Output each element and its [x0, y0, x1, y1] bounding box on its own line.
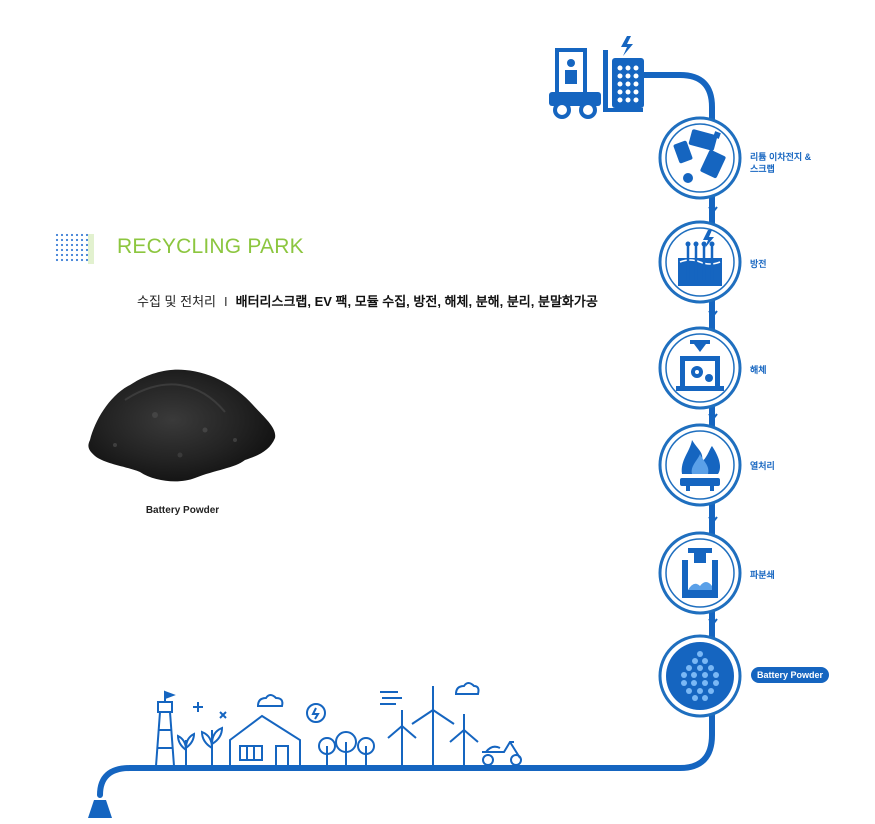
step-circle-2: [658, 220, 742, 304]
step-circle-4: [658, 423, 742, 507]
city-skyline-icon: [154, 682, 522, 767]
section-subtitle: 수집 및 전처리 I 배터리스크랩, EV 팩, 모듈 수집, 방전, 해체, 분해…: [137, 291, 598, 310]
dismantle-icon: [676, 340, 724, 391]
step-circle-3: [658, 326, 742, 410]
battery-powder-caption: Battery Powder: [145, 505, 220, 516]
step-label-1-line2: 스크랩: [750, 164, 775, 174]
section-title: RECYCLING PARK: [117, 235, 304, 258]
step-label-3: 해체: [750, 365, 767, 375]
forklift-icon: [549, 48, 643, 119]
step-label-2: 방전: [750, 259, 767, 269]
crushing-icon: [682, 548, 718, 598]
flow-line: [97, 72, 715, 798]
discharge-icon: [678, 230, 722, 286]
dot-grid-icon: [55, 233, 94, 264]
battery-pack-icon: [612, 36, 644, 108]
heat-treatment-icon: [680, 440, 720, 491]
step-label-1: 리튬 이차전지 & 스크랩: [750, 151, 811, 175]
chevron-down-icon: [708, 206, 718, 626]
battery-scrap-icon: [673, 129, 726, 183]
process-list: 배터리스크랩, EV 팩, 모듈 수집, 방전, 해체, 분해, 분리, 분말화…: [235, 294, 598, 309]
step-label-4: 열처리: [750, 461, 775, 471]
battery-powder-badge: Battery Powder: [751, 667, 830, 683]
step-label-5: 파분쇄: [750, 570, 775, 580]
battery-powder-icon: [681, 651, 719, 701]
step-circle-6: [658, 634, 742, 718]
category-label: 수집 및 전처리: [137, 294, 216, 309]
flow-end-marker: [88, 800, 112, 818]
step-circle-5: [658, 531, 742, 615]
separator: I: [223, 294, 228, 309]
step-circle-1: [658, 116, 742, 200]
step-label-1-line1: 리튬 이차전지 &: [750, 152, 812, 162]
battery-powder-image: [88, 369, 276, 482]
